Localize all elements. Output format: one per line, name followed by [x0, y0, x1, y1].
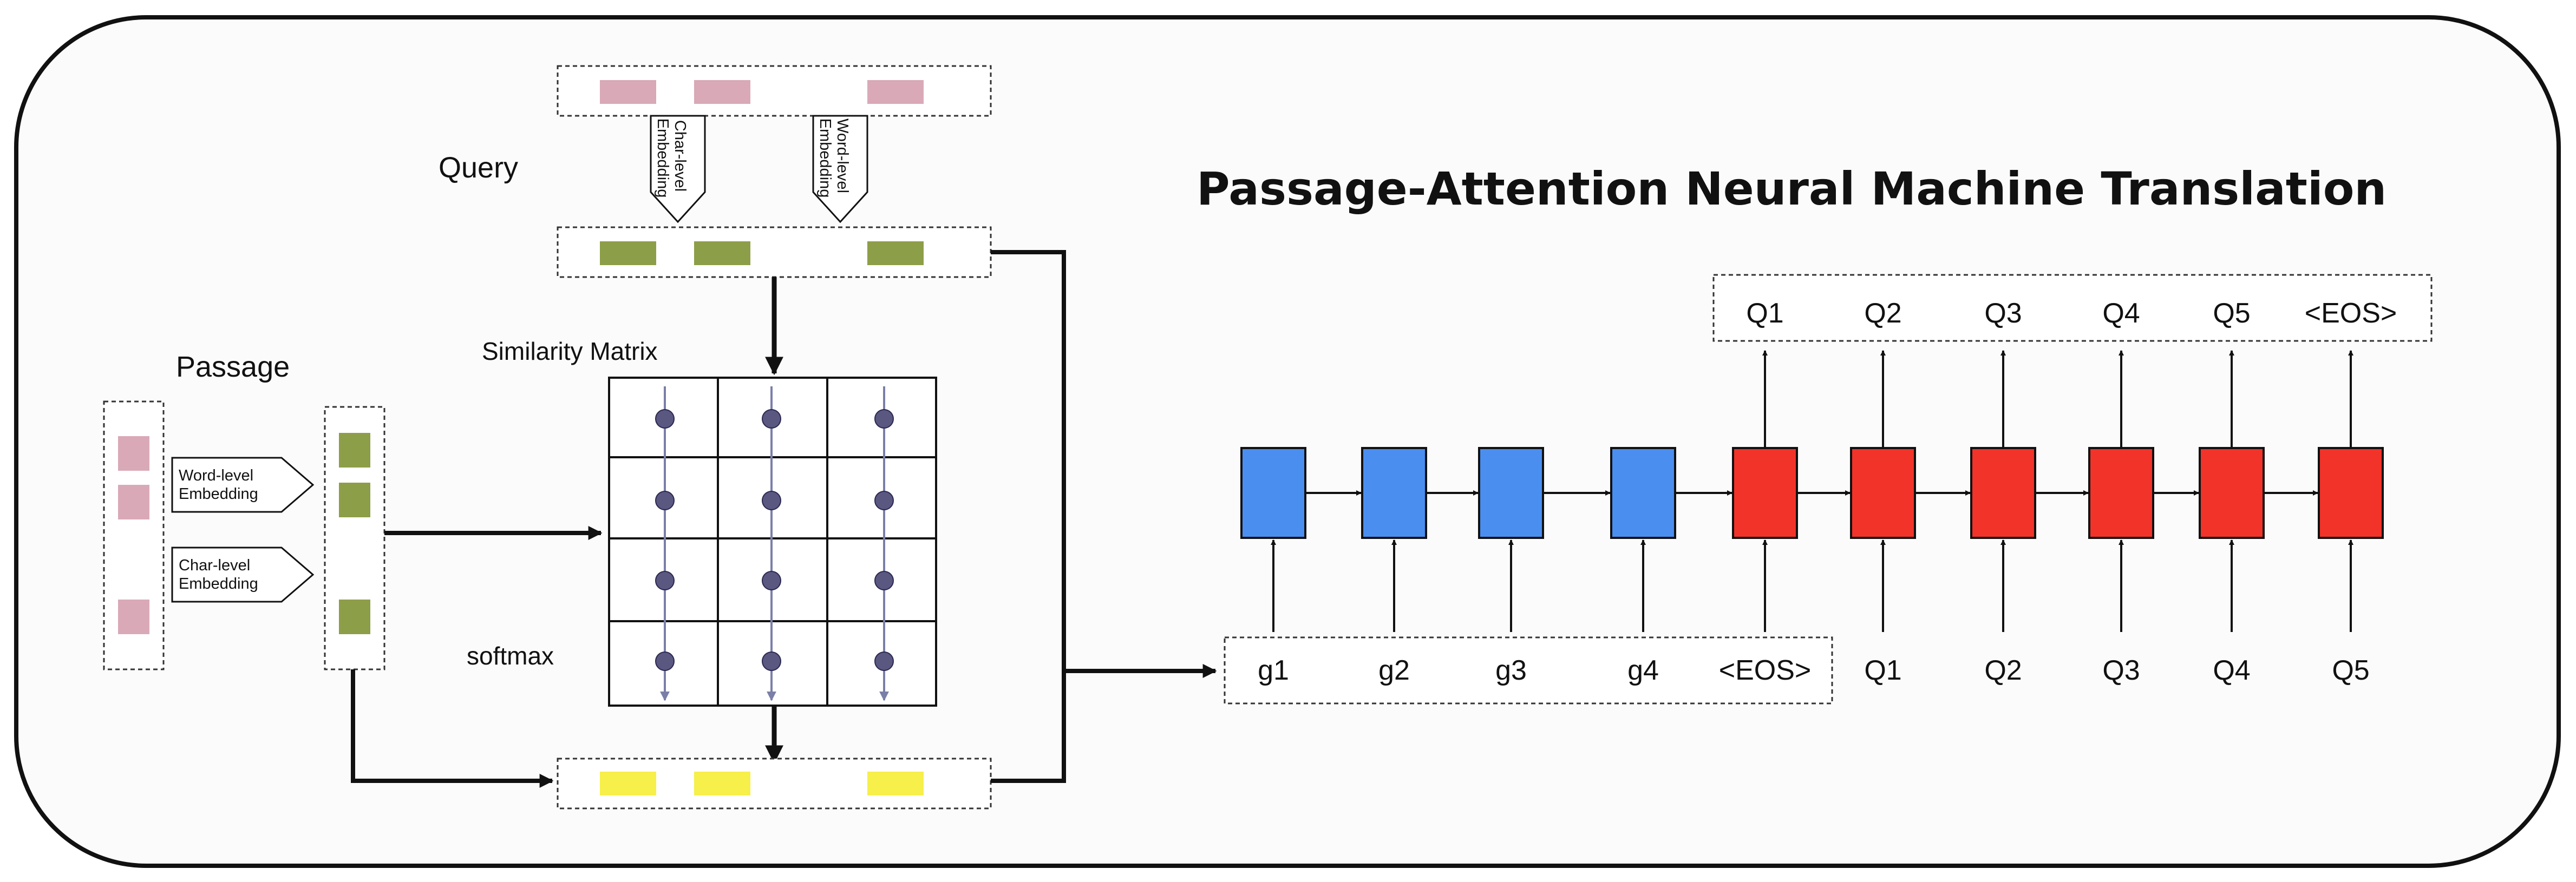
decoder-cell [1732, 447, 1798, 539]
encoder-cell [1478, 447, 1544, 539]
decoder-output-label: Q5 [2213, 298, 2250, 329]
attended-vector [694, 772, 750, 795]
encoder-input-label: g2 [1378, 655, 1410, 686]
passage-embedding-vector [339, 600, 370, 634]
svg-text:Char-level Embedding: Char-level Embedding [179, 557, 258, 593]
softmax-label: softmax [467, 642, 554, 670]
passage-embedding-vector [339, 483, 370, 517]
decoder-cell [2088, 447, 2154, 539]
decoder-input-label: Q5 [2332, 655, 2369, 686]
encoder-input-label: g1 [1258, 655, 1289, 686]
svg-text:Word-level Embedding: Word-level Embedding [816, 119, 851, 198]
passage-to-attended-arrow [351, 669, 554, 788]
passage-char-embedding-arrow: Char-level Embedding [171, 547, 315, 603]
decoder-output-label: <EOS> [2305, 298, 2397, 329]
encoder-input-label: g4 [1627, 655, 1659, 686]
query-word-embedding-arrow: Word-level Embedding [812, 115, 868, 223]
seq2seq-chain [1240, 350, 2384, 632]
query-label: Query [439, 152, 518, 184]
similarity-nodes [655, 409, 894, 671]
decoder-input-label: Q2 [1984, 655, 2022, 686]
passage-char-embedding-line1: Char-level [179, 557, 250, 574]
query-char-embedding-line2: Embedding [654, 119, 671, 198]
diagram-title: Passage-Attention Neural Machine Transla… [1197, 162, 2387, 215]
encoder-cell [1610, 447, 1676, 539]
decoder-input-label: Q3 [2102, 655, 2140, 686]
encoder-input-label: g3 [1495, 655, 1527, 686]
decoder-output-label: Q1 [1746, 298, 1783, 329]
query-word-embedding-line2: Embedding [816, 119, 834, 198]
query-char-embedding-arrow: Char-level Embedding [650, 115, 706, 223]
passage-word-embedding-line2: Embedding [179, 485, 258, 503]
query-embedding-vector [600, 241, 656, 265]
decoder-output-label: Q2 [1864, 298, 1901, 329]
passage-word-embedding-arrow: Word-level Embedding [171, 457, 315, 513]
passage-embedding-vector [339, 433, 370, 468]
decoder-cell [2199, 447, 2265, 539]
decoder-cell [1850, 447, 1916, 539]
similarity-matrix-label: Similarity Matrix [482, 337, 658, 365]
decoder-output-box [1712, 274, 2433, 342]
svg-text:Char-level Embedding: Char-level Embedding [654, 119, 689, 198]
svg-text:Word-level Embedding: Word-level Embedding [179, 467, 258, 503]
encoder-cell [1361, 447, 1427, 539]
encoder-input-box [1224, 636, 1833, 705]
passage-token [118, 436, 149, 471]
passage-word-embedding-line1: Word-level [179, 467, 253, 484]
decoder-cell [1970, 447, 2036, 539]
decoder-input-label: Q4 [2213, 655, 2250, 686]
outer-frame [14, 15, 2561, 868]
attended-to-merge-line [991, 671, 1066, 783]
passage-char-embedding-line2: Embedding [179, 575, 258, 593]
passage-token [118, 485, 149, 519]
query-token [694, 80, 750, 104]
passage-token [118, 600, 149, 634]
query-word-embedding-line1: Word-level [834, 119, 851, 193]
query-token [867, 80, 924, 104]
passage-label: Passage [176, 351, 290, 383]
query-to-merge-line [991, 250, 1066, 671]
query-embedding-vector [694, 241, 750, 265]
decoder-cell [2318, 447, 2384, 539]
decoder-output-label: Q3 [1984, 298, 2022, 329]
query-char-embedding-line1: Char-level [671, 120, 689, 192]
encoder-cell [1240, 447, 1306, 539]
attended-vector [600, 772, 656, 795]
decoder-output-label: Q4 [2102, 298, 2140, 329]
encoder-input-label: <EOS> [1719, 655, 1812, 686]
query-embedding-vector [867, 241, 924, 265]
query-token [600, 80, 656, 104]
decoder-input-label: Q1 [1864, 655, 1901, 686]
attended-vector [867, 772, 924, 795]
